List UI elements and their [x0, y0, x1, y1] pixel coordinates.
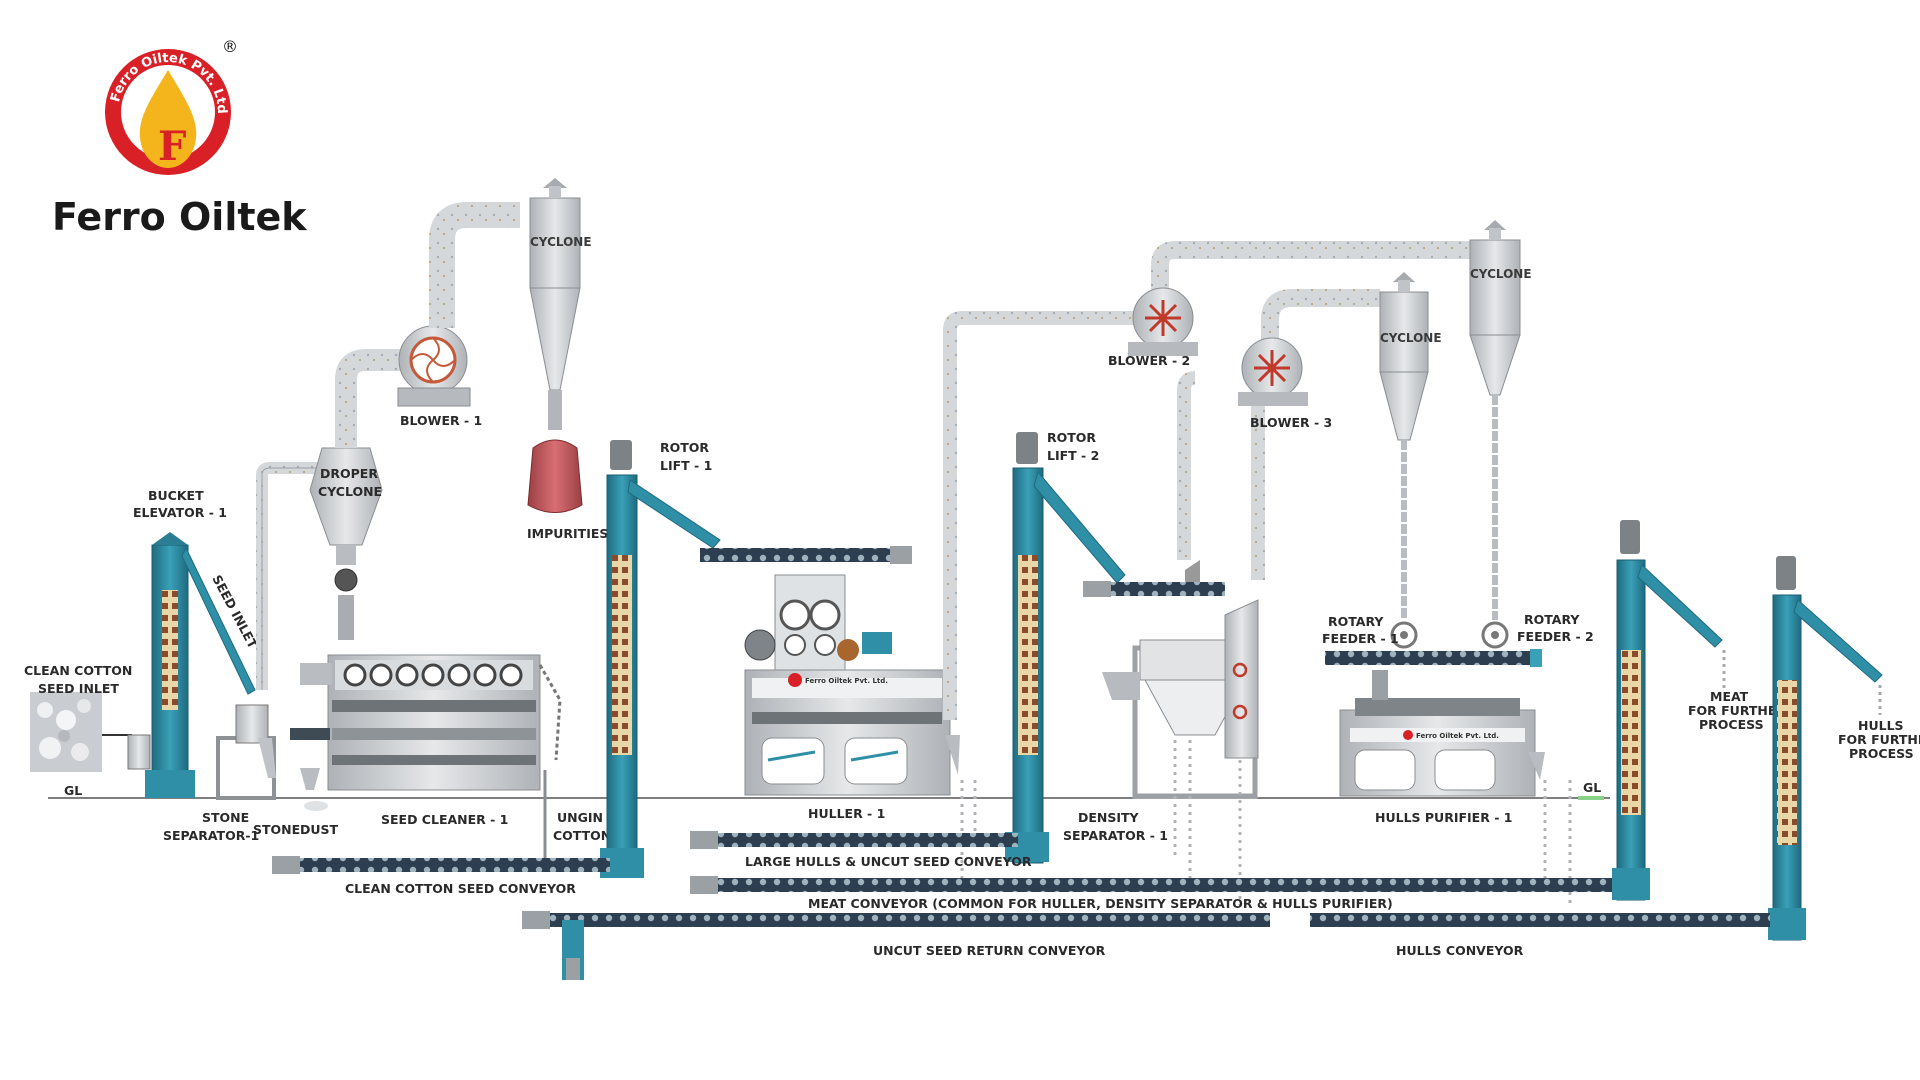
rotor-lift-1-label-1: ROTOR — [660, 440, 709, 455]
large-hulls-conveyor-label: LARGE HULLS & UNCUT SEED CONVEYOR — [745, 854, 1032, 869]
stone-separator-label-1: STONE — [202, 810, 249, 825]
registered-mark: ® — [222, 37, 238, 56]
oil-drop-icon — [139, 70, 197, 168]
meat-label-2: FOR FURTHER — [1688, 703, 1786, 718]
brand-logo: F Ferro Oiltek Pvt. Ltd. ® Ferro Oiltek — [0, 0, 307, 239]
rotor-lift-2-label-1: ROTOR — [1047, 430, 1096, 445]
meat-conveyor: MEAT CONVEYOR (COMMON FOR HULLER, DENSIT… — [690, 876, 1612, 911]
large-hulls-conveyor: LARGE HULLS & UNCUT SEED CONVEYOR — [690, 831, 1032, 869]
rotary-feeder-1-label-2: FEEDER - 1 — [1322, 631, 1399, 646]
rotor-lift-1-conveyor — [700, 548, 890, 562]
hulls-label-3: PROCESS — [1849, 746, 1914, 761]
logo-letter: F — [158, 123, 186, 170]
bucket-elevator-label-2: ELEVATOR - 1 — [133, 505, 227, 520]
rotary-feeder-conveyor — [1325, 651, 1530, 665]
gl-left-label: GL — [64, 783, 82, 798]
meat-lift: MEAT FOR FURTHER PROCESS — [1612, 520, 1786, 901]
stone-label: STONE — [253, 822, 300, 837]
blower-3: BLOWER - 3 — [1238, 337, 1332, 430]
rotor-lift-1-label-2: LIFT - 1 — [660, 458, 712, 473]
hulls-label-1: HULLS — [1858, 718, 1904, 733]
seed-cleaner-rollers — [343, 663, 523, 687]
meat-label-1: MEAT — [1710, 689, 1749, 704]
impurities-label: IMPURITIES — [527, 526, 608, 541]
cyclone-2-label: CYCLONE — [1470, 267, 1532, 281]
hulls-purifier-label: HULLS PURIFIER - 1 — [1375, 810, 1512, 825]
rotary-feeder-2-label-2: FEEDER - 2 — [1517, 629, 1594, 644]
clean-cotton-seed-conveyor: CLEAN COTTON SEED CONVEYOR — [272, 856, 610, 896]
cyclone-1: CYCLONE — [529, 178, 592, 430]
hulls-purifier-1: Ferro Oiltek Pvt. Ltd. HULLS PURIFIER - … — [1339, 670, 1545, 825]
ungin-cotton-label-2: COTTON — [553, 828, 611, 843]
duct-blower-2-to-cyclone — [1151, 241, 1475, 290]
blower-3-label: BLOWER - 3 — [1250, 415, 1332, 430]
seed-cleaner-1: SEED CLEANER - 1 UNGIN COTTON — [290, 654, 611, 843]
gl-marker — [1578, 796, 1604, 800]
brand-name: Ferro Oiltek — [52, 195, 307, 239]
seed-duct-1 — [256, 462, 318, 690]
stone-separator-1: STONE SEPARATOR-1 STONE DUST — [163, 704, 339, 843]
rotor-lift-1: ROTOR LIFT - 1 — [600, 440, 912, 878]
blower-2-label: BLOWER - 2 — [1108, 353, 1190, 368]
droper-cyclone-label-1: DROPER — [320, 466, 378, 481]
hulls-conveyor: HULLS CONVEYOR — [1310, 913, 1770, 958]
clean-cotton-seed-inlet: CLEAN COTTON SEED INLET — [24, 663, 151, 772]
density-separator-1: DENSITY SEPARATOR - 1 — [1063, 599, 1259, 843]
huller-label: HULLER - 1 — [808, 806, 885, 821]
rotor-lift-2-conveyor — [1110, 582, 1225, 596]
huller-1: Ferro Oiltek Pvt. Ltd. HULLER - 1 — [744, 574, 960, 821]
clean-cotton-seed-conveyor-label: CLEAN COTTON SEED CONVEYOR — [345, 881, 576, 896]
hulls-purifier-tag: Ferro Oiltek Pvt. Ltd. — [1416, 732, 1499, 740]
uncut-seed-return-conveyor: UNCUT SEED RETURN CONVEYOR — [522, 911, 1270, 980]
hulls-lift: HULLS FOR FURTHER PROCESS — [1768, 556, 1920, 941]
rotor-lift-2: ROTOR LIFT - 2 — [1005, 430, 1225, 864]
impurities-bag: IMPURITIES — [527, 439, 608, 541]
cyclone-2: CYCLONE — [1469, 220, 1532, 620]
rotary-feeder-1-label-1: ROTARY — [1328, 614, 1384, 629]
droper-cyclone-label-2: CYCLONE — [318, 484, 382, 499]
meat-label-3: PROCESS — [1699, 717, 1764, 732]
clean-cotton-inlet-label-2: SEED INLET — [38, 681, 119, 696]
huller-tag: Ferro Oiltek Pvt. Ltd. — [805, 677, 888, 685]
duct-blower-3-to-cyclone — [1261, 289, 1380, 345]
ungin-cotton-label-1: UNGIN — [557, 810, 603, 825]
duct-to-blower-1 — [335, 349, 400, 448]
duct-density-up — [1177, 371, 1196, 560]
clean-cotton-inlet-label-1: CLEAN COTTON — [24, 663, 132, 678]
hulls-conveyor-label: HULLS CONVEYOR — [1396, 943, 1524, 958]
density-separator-label-1: DENSITY — [1078, 810, 1140, 825]
blower-1-label: BLOWER - 1 — [400, 413, 482, 428]
meat-conveyor-label: MEAT CONVEYOR (COMMON FOR HULLER, DENSIT… — [808, 896, 1393, 911]
bucket-elevator-1-buckets — [162, 590, 178, 710]
dust-label: DUST — [300, 822, 339, 837]
uncut-seed-return-conveyor-label: UNCUT SEED RETURN CONVEYOR — [873, 943, 1106, 958]
seed-cleaner-label: SEED CLEANER - 1 — [381, 812, 508, 827]
stone-separator-label-2: SEPARATOR-1 — [163, 828, 259, 843]
hulls-label-2: FOR FURTHER — [1838, 732, 1920, 747]
blower-1: BLOWER - 1 — [397, 325, 482, 428]
droper-cyclone: DROPER CYCLONE — [309, 447, 383, 640]
rotary-feeder-2: ROTARY FEEDER - 2 — [1481, 612, 1594, 649]
cyclone-3: CYCLONE — [1379, 272, 1442, 620]
duct-to-cyclone-1 — [429, 202, 520, 328]
rotary-feeder-1: ROTARY FEEDER - 1 — [1322, 614, 1418, 649]
cyclone-1-label: CYCLONE — [530, 235, 592, 249]
rotor-lift-2-label-2: LIFT - 2 — [1047, 448, 1099, 463]
gl-right-label: GL — [1583, 780, 1601, 795]
rotary-feeder-2-label-1: ROTARY — [1524, 612, 1580, 627]
density-separator-label-2: SEPARATOR - 1 — [1063, 828, 1168, 843]
bucket-elevator-1: BUCKET ELEVATOR - 1 SEED INLET — [133, 488, 261, 798]
seed-inlet-chute — [181, 546, 256, 695]
duct-huller-to-blower-2 — [943, 311, 1150, 720]
blower-2: BLOWER - 2 — [1108, 287, 1198, 368]
bucket-elevator-label-1: BUCKET — [148, 488, 204, 503]
cyclone-3-label: CYCLONE — [1380, 331, 1442, 345]
